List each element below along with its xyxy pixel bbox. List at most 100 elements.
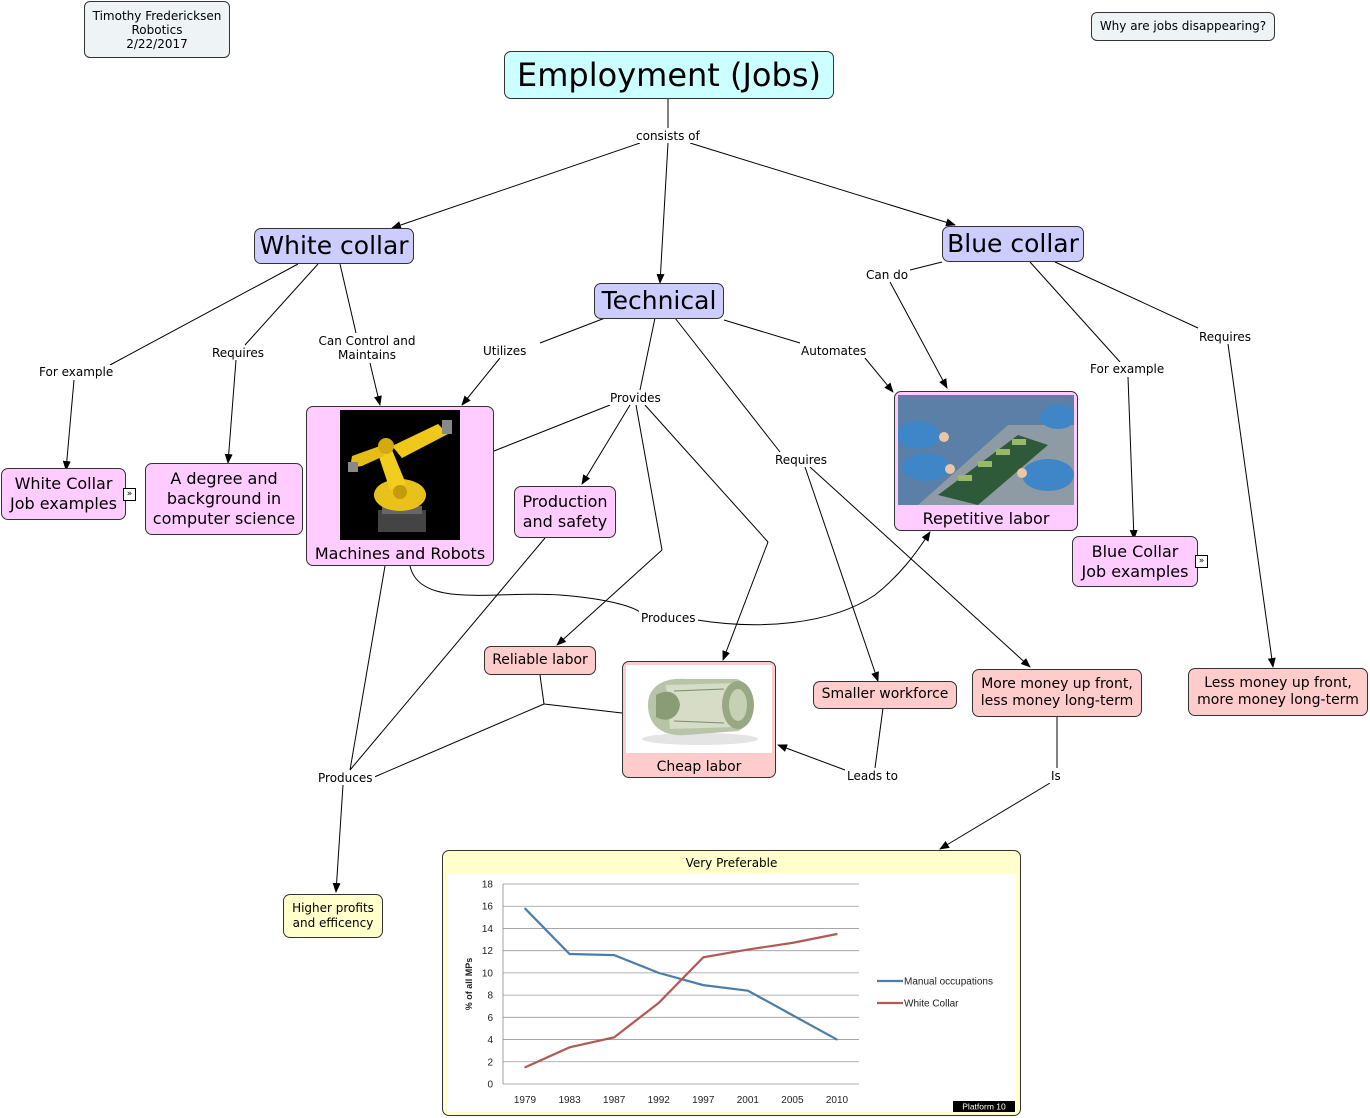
link-utilizes: Utilizes <box>481 344 529 358</box>
y-axis-label: % of all MPs <box>464 958 474 1011</box>
data-point <box>747 989 749 992</box>
technical-label: Technical <box>601 286 717 316</box>
y-tick-label: 18 <box>482 880 494 891</box>
x-tick-label: 2001 <box>737 1095 760 1106</box>
data-point <box>702 956 705 959</box>
data-point <box>613 954 615 956</box>
machines-robots-label: Machines and Robots <box>314 544 486 563</box>
data-point <box>702 984 705 986</box>
y-tick-label: 0 <box>487 1080 493 1091</box>
assembly-line-workers-image <box>898 395 1074 505</box>
repetitive-labor-node[interactable]: Repetitive labor <box>894 391 1078 531</box>
higher-profits-node[interactable]: Higher profits and efficency <box>283 894 383 938</box>
white-collar-node[interactable]: White collar <box>254 228 414 264</box>
link-automates: Automates <box>799 344 869 358</box>
x-tick-label: 1987 <box>603 1095 626 1106</box>
series-line <box>524 932 838 1069</box>
rolled-dollar-bills-image <box>626 665 772 753</box>
data-point <box>568 953 571 955</box>
link-for-example-wc: For example <box>37 365 116 379</box>
data-point <box>657 972 660 974</box>
more-money-node[interactable]: More money up front, less money long-ter… <box>972 669 1142 717</box>
very-preferable-title: Very Preferable <box>685 856 778 870</box>
link-can-do: Can do <box>864 268 911 282</box>
link-requires-wc: Requires <box>210 346 267 360</box>
blue-collar-examples-node[interactable]: Blue Collar Job examples <box>1072 536 1198 587</box>
y-tick-label: 10 <box>482 968 494 979</box>
white-collar-label: White collar <box>259 231 409 261</box>
question-note: Why are jobs disappearing? <box>1091 12 1275 41</box>
reliable-labor-label: Reliable labor <box>492 651 588 668</box>
less-money-label: Less money up front, more money long-ter… <box>1197 674 1359 709</box>
machines-robots-node[interactable]: Machines and Robots <box>306 406 494 566</box>
blue-collar-examples-label: Blue Collar Job examples <box>1081 541 1189 581</box>
cheap-labor-label: Cheap labor <box>656 759 742 775</box>
y-tick-label: 2 <box>487 1057 493 1068</box>
data-point <box>791 942 794 944</box>
source-label: Platform 10 <box>962 1102 1006 1112</box>
production-safety-label: Production and safety <box>522 492 608 531</box>
degree-node[interactable]: A degree and background in computer scie… <box>145 463 303 535</box>
y-tick-label: 16 <box>482 902 494 913</box>
link-requires-bc: Requires <box>1197 330 1254 344</box>
smaller-workforce-label: Smaller workforce <box>821 686 949 703</box>
note-date: 2/22/2017 <box>126 36 188 51</box>
cheap-labor-node[interactable]: Cheap labor <box>622 661 776 778</box>
white-collar-examples-label: White Collar Job examples <box>10 474 117 513</box>
data-point <box>657 1002 660 1004</box>
link-leads-to: Leads to <box>845 769 900 783</box>
link-produces-left: Produces <box>316 771 375 785</box>
employment-node[interactable]: Employment (Jobs) <box>504 51 834 99</box>
legend-label: Manual occupations <box>904 977 993 988</box>
data-point <box>836 1038 838 1041</box>
data-point <box>568 1046 571 1049</box>
higher-profits-label: Higher profits and efficency <box>292 901 374 930</box>
link-can-control: Can Control and Maintains <box>313 334 421 362</box>
y-tick-label: 14 <box>482 924 494 935</box>
smaller-workforce-node[interactable]: Smaller workforce <box>813 681 957 709</box>
expand-arrows-icon[interactable]: » <box>123 488 136 501</box>
x-tick-label: 1979 <box>514 1095 537 1106</box>
x-tick-label: 1997 <box>692 1095 715 1106</box>
industrial-robot-arm-image <box>340 410 460 540</box>
x-tick-label: 2010 <box>826 1095 849 1106</box>
question-text: Why are jobs disappearing? <box>1099 19 1267 33</box>
repetitive-labor-label: Repetitive labor <box>922 509 1050 528</box>
link-consists-of: consists of <box>634 129 702 143</box>
y-tick-label: 12 <box>482 946 494 957</box>
more-money-label: More money up front, less money long-ter… <box>980 675 1134 710</box>
data-point <box>836 933 838 935</box>
data-point <box>613 1036 615 1039</box>
author-note: Timothy Fredericksen Robotics 2/22/2017 <box>84 1 230 58</box>
technical-node[interactable]: Technical <box>594 283 724 319</box>
employment-label: Employment (Jobs) <box>517 56 821 94</box>
expand-arrows-icon[interactable]: » <box>1195 555 1208 568</box>
very-preferable-node[interactable]: Very Preferable 0 2 4 6 8 10 12 14 16 18 1979 1983 1… <box>442 850 1021 1116</box>
data-point <box>747 948 749 951</box>
data-point <box>524 907 526 910</box>
y-tick-label: 6 <box>487 1013 493 1024</box>
link-provides: Provides <box>608 391 663 405</box>
employment-trend-chart: 0 2 4 6 8 10 12 14 16 18 1979 1983 1987 1992 1997 2001 2… <box>447 874 1016 1112</box>
link-for-example-bc: For example <box>1088 362 1167 376</box>
blue-collar-label: Blue collar <box>947 229 1079 259</box>
x-tick-label: 1983 <box>558 1095 581 1106</box>
x-tick-label: 2005 <box>781 1095 804 1106</box>
data-point <box>524 1066 526 1069</box>
course-name: Robotics <box>131 22 183 37</box>
link-is: Is <box>1049 769 1063 783</box>
source-badge <box>953 1101 1015 1112</box>
white-collar-examples-node[interactable]: White Collar Job examples <box>1 468 126 520</box>
production-safety-node[interactable]: Production and safety <box>514 486 616 538</box>
x-tick-label: 1992 <box>648 1095 671 1106</box>
link-requires-tech: Requires <box>773 453 830 467</box>
data-point <box>791 1014 794 1016</box>
y-tick-label: 4 <box>487 1035 493 1046</box>
less-money-node[interactable]: Less money up front, more money long-ter… <box>1188 668 1368 716</box>
y-tick-label: 8 <box>487 991 493 1002</box>
author-name: Timothy Fredericksen <box>92 8 222 23</box>
blue-collar-node[interactable]: Blue collar <box>942 226 1084 262</box>
reliable-labor-node[interactable]: Reliable labor <box>484 646 596 675</box>
legend-label: White Collar <box>904 999 959 1010</box>
